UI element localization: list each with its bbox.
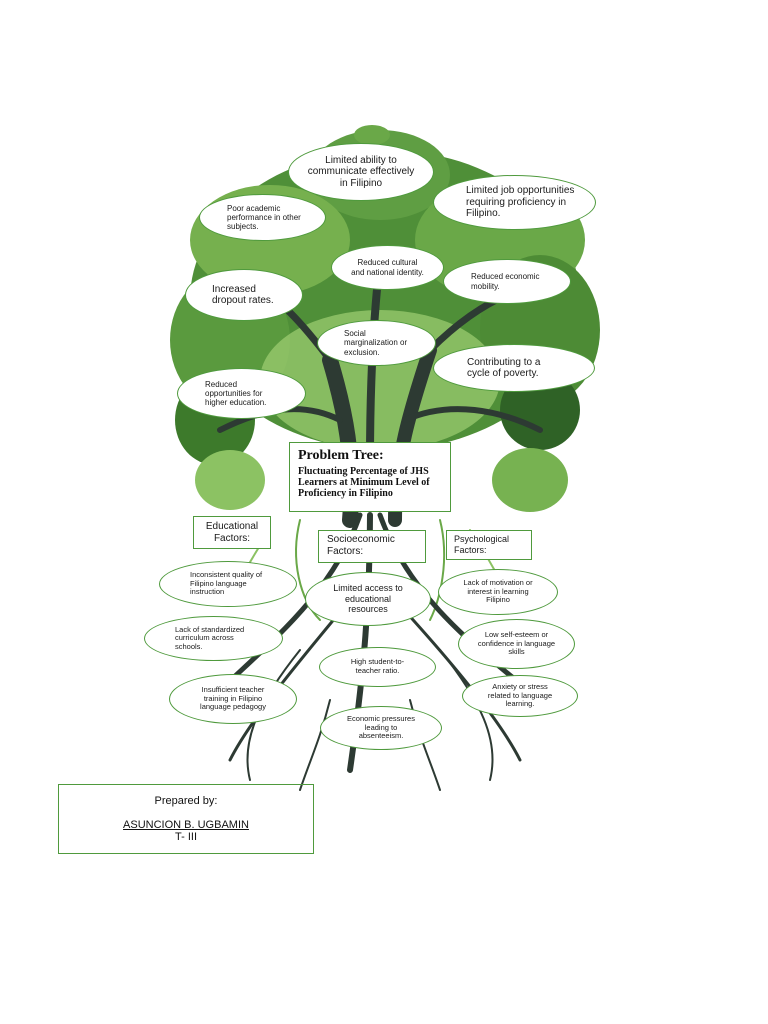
effect-oval: Social marginalization or exclusion.: [317, 320, 436, 366]
prepared-by-label: Prepared by:: [154, 795, 218, 807]
psychological-factors-box: Psychological Factors:: [446, 530, 532, 560]
cause-oval: Lack of motivation or interest in learni…: [438, 569, 558, 615]
cause-text: Insufficient teacher training in Filipin…: [200, 685, 266, 712]
effect-oval: Limited ability to communicate effective…: [288, 143, 434, 201]
effect-oval: Poor academic performance in other subje…: [199, 194, 326, 241]
socioeconomic-factors-box: Socioeconomic Factors:: [318, 530, 426, 563]
effect-oval: Reduced cultural and national identity.: [331, 245, 444, 290]
prepared-by-box: Prepared by: ASUNCION B. UGBAMIN T- III: [58, 784, 314, 854]
cause-text: Economic pressures leading to absenteeis…: [347, 714, 415, 741]
problem-title-box: Problem Tree: Fluctuating Percentage of …: [289, 442, 451, 512]
cause-text: Low self-esteem or confidence in languag…: [477, 630, 556, 657]
preparer-name: ASUNCION B. UGBAMIN: [123, 819, 249, 831]
cause-text: High student-to-teacher ratio.: [350, 657, 405, 675]
effect-text: Social marginalization or exclusion.: [344, 329, 408, 357]
cause-text: Lack of standardized curriculum across s…: [175, 624, 245, 651]
preparer-position: T- III: [175, 831, 197, 843]
effect-text: Contributing to a cycle of poverty.: [467, 356, 541, 380]
cause-oval: Low self-esteem or confidence in languag…: [458, 619, 575, 669]
effect-text: Reduced opportunities for higher educati…: [205, 379, 267, 408]
cause-text: Anxiety or stress related to language le…: [487, 682, 553, 709]
problem-heading: Problem Tree:: [298, 448, 384, 463]
cause-oval: Limited access to educational resources: [305, 572, 431, 626]
cause-text: Limited access to educational resources: [333, 583, 403, 615]
effect-text: Reduced economic mobility.: [471, 272, 540, 291]
cause-text: Inconsistent quality of Filipino languag…: [190, 570, 263, 597]
socioeconomic-factors-label: Socioeconomic Factors:: [327, 534, 395, 557]
educational-factors-label: Educational Factors:: [205, 521, 259, 544]
effect-text: Limited job opportunities requiring prof…: [466, 185, 575, 220]
cause-oval: Inconsistent quality of Filipino languag…: [159, 561, 297, 607]
effect-oval: Reduced opportunities for higher educati…: [177, 368, 306, 419]
cause-oval: Economic pressures leading to absenteeis…: [320, 706, 442, 750]
effect-oval: Limited job opportunities requiring prof…: [433, 175, 596, 230]
cause-oval: Lack of standardized curriculum across s…: [144, 616, 283, 661]
psychological-factors-label: Psychological Factors:: [454, 534, 510, 555]
problem-statement: Fluctuating Percentage of JHS Learners a…: [298, 466, 430, 499]
effect-text: Increased dropout rates.: [212, 283, 274, 307]
effect-text: Reduced cultural and national identity.: [351, 258, 424, 277]
cause-text: Lack of motivation or interest in learni…: [463, 578, 533, 605]
effect-text: Poor academic performance in other subje…: [227, 203, 301, 232]
effect-oval: Increased dropout rates.: [185, 269, 303, 321]
effect-text: Limited ability to communicate effective…: [307, 154, 415, 189]
cause-oval: High student-to-teacher ratio.: [319, 647, 436, 687]
effect-oval: Contributing to a cycle of poverty.: [433, 344, 595, 392]
educational-factors-box: Educational Factors:: [193, 516, 271, 549]
effect-oval: Reduced economic mobility.: [443, 259, 571, 304]
cause-oval: Insufficient teacher training in Filipin…: [169, 674, 297, 724]
cause-oval: Anxiety or stress related to language le…: [462, 675, 578, 717]
